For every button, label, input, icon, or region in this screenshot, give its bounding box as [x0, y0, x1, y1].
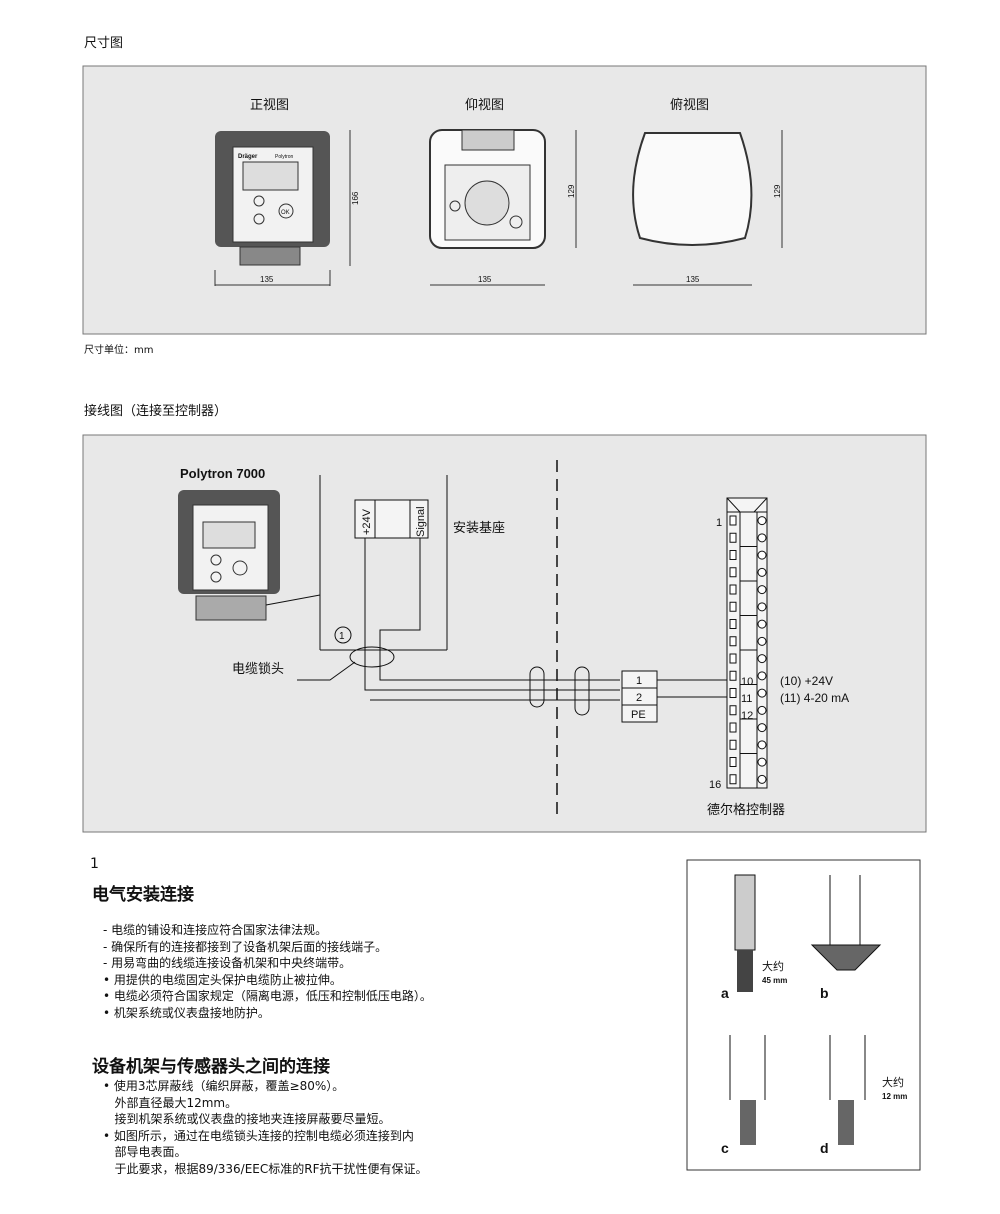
svg-text:16: 16 [709, 779, 721, 791]
svg-text:1: 1 [636, 675, 642, 687]
terminal-clamp [729, 550, 737, 560]
svg-text:2: 2 [636, 692, 642, 704]
ref-circle: 1 [90, 856, 99, 872]
svg-text:129: 129 [773, 184, 782, 198]
svg-text:b: b [820, 985, 829, 1001]
svg-text:大约: 大约 [762, 959, 784, 973]
terminal-clamp [729, 653, 737, 664]
list-item: 部导电表面。 [103, 1145, 187, 1159]
svg-text:a: a [721, 985, 729, 1001]
terminal-screw-icon [757, 636, 767, 646]
svg-text:PE: PE [631, 709, 646, 721]
terminal-screw-icon [757, 516, 767, 526]
svg-text:1: 1 [716, 517, 722, 529]
terminal-screw-icon [757, 757, 767, 767]
svg-text:166: 166 [351, 191, 360, 205]
terminal-screw-icon [757, 774, 767, 784]
terminal-clamp [729, 567, 737, 578]
brand-logo: Dräger [238, 154, 258, 160]
svg-text:11: 11 [741, 693, 752, 705]
gland-label: 电缆锁头 [232, 661, 284, 676]
list-item: - 用易弯曲的线缆连接设备机架和中央终端带。 [103, 956, 352, 970]
controller-terminal-strip [726, 497, 768, 789]
wiring-title: 接线图（连接至控制器） [84, 404, 228, 419]
terminal-clamp [729, 722, 737, 733]
terminal-clamp [729, 601, 737, 612]
terminal-screw-icon [757, 550, 767, 560]
svg-text:12 mm: 12 mm [882, 1092, 907, 1101]
section2-heading: 设备机架与传感器头之间的连接 [92, 1057, 330, 1077]
svg-text:135: 135 [478, 275, 492, 284]
svg-text:c: c [721, 1140, 729, 1156]
list-item: - 确保所有的连接都接到了设备机架后面的接线端子。 [103, 939, 388, 954]
cable-preparation-drawing: 大约 45 mm a b c d 大约 12 mm [686, 859, 921, 1171]
wiring-diagram: Polytron 7000 +24V Signal 安装基座 1 电缆锁头 1 … [82, 434, 927, 833]
list-item: • 电缆必须符合国家规定（隔离电源，低压和控制低压电路）。 [103, 989, 432, 1003]
svg-text:d: d [820, 1140, 829, 1156]
front-view-label: 正视图 [250, 97, 289, 112]
terminal-clamp [729, 515, 737, 526]
terminal-clamp [729, 584, 737, 595]
list-item: - 电缆的铺设和连接应符合国家法律法规。 [103, 923, 328, 937]
svg-text:12: 12 [741, 710, 753, 722]
terminal-clamp [729, 532, 737, 543]
ok-label: OK [281, 210, 290, 216]
terminal-clamp [729, 739, 737, 750]
svg-text:45 mm: 45 mm [762, 976, 787, 985]
section1-heading: 电气安装连接 [92, 885, 194, 905]
svg-text:大约: 大约 [882, 1075, 904, 1089]
cable-terminal-block: 1 2 PE [621, 670, 658, 723]
section1-list: - 电缆的铺设和连接应符合国家法律法规。 - 确保所有的连接都接到了设备机架后面的… [103, 922, 432, 1021]
terminal-clamp [729, 619, 737, 629]
terminal-24v: +24V [361, 508, 373, 535]
dimensions-title: 尺寸图 [84, 36, 124, 51]
terminal-screw-icon [757, 705, 767, 715]
terminal-screw-icon [757, 723, 767, 733]
terminal-clamp [729, 705, 737, 716]
terminal-clamp [729, 636, 737, 647]
list-item: • 使用3芯屏蔽线（编织屏蔽，覆盖≥80%）。 [103, 1079, 345, 1093]
list-item: 接到机架系统或仪表盘的接地夹连接屏蔽要尽量短。 [103, 1112, 391, 1126]
controller-label: 德尔格控制器 [707, 802, 785, 817]
dimension-drawing: 正视图 仰视图 俯视图 Dräger Polytron OK 135 166 1… [82, 65, 927, 335]
unit-note: 尺寸单位：mm [84, 345, 154, 356]
svg-text:135: 135 [686, 275, 700, 284]
bottom-view-label: 仰视图 [465, 97, 504, 112]
svg-text:1: 1 [339, 631, 345, 642]
terminal-screw-icon [757, 740, 767, 750]
list-item: • 如图所示，通过在电缆锁头连接的控制电缆必须连接到内 [103, 1128, 414, 1143]
terminal-screw-icon [757, 533, 767, 543]
svg-text:135: 135 [260, 275, 274, 284]
legend-signal: (11) 4-20 mA [780, 691, 849, 705]
terminal-clamp [729, 757, 737, 767]
model-logo: Polytron [275, 154, 294, 160]
list-item: 外部直径最大12mm。 [103, 1095, 238, 1110]
legend-24v: (10) +24V [780, 674, 833, 688]
terminal-screw-icon [757, 619, 767, 629]
terminal-clamp [729, 688, 737, 698]
list-item: 于此要求，根据89/336/EEC标准的RF抗干扰性便有保证。 [103, 1161, 428, 1176]
top-view-label: 俯视图 [670, 97, 709, 112]
terminal-screw-icon [757, 688, 767, 698]
terminal-clamp [729, 670, 737, 681]
terminal-screw-icon [757, 567, 767, 577]
device-name: Polytron 7000 [180, 466, 265, 481]
terminal-signal: Signal [415, 506, 427, 537]
section2-list: • 使用3芯屏蔽线（编织屏蔽，覆盖≥80%）。 外部直径最大12mm。 接到机架… [103, 1078, 428, 1177]
terminal-screw-icon [757, 602, 767, 612]
terminal-screw-icon [757, 654, 767, 664]
terminal-screw-icon [757, 585, 767, 595]
terminal-clamp [729, 774, 737, 785]
svg-text:129: 129 [567, 184, 576, 198]
svg-text:10: 10 [741, 676, 753, 688]
base-label: 安装基座 [453, 520, 505, 535]
terminal-screw-icon [757, 671, 767, 681]
list-item: • 用提供的电缆固定头保护电缆防止被拉伸。 [103, 972, 342, 987]
list-item: • 机架系统或仪表盘接地防护。 [103, 1005, 270, 1020]
